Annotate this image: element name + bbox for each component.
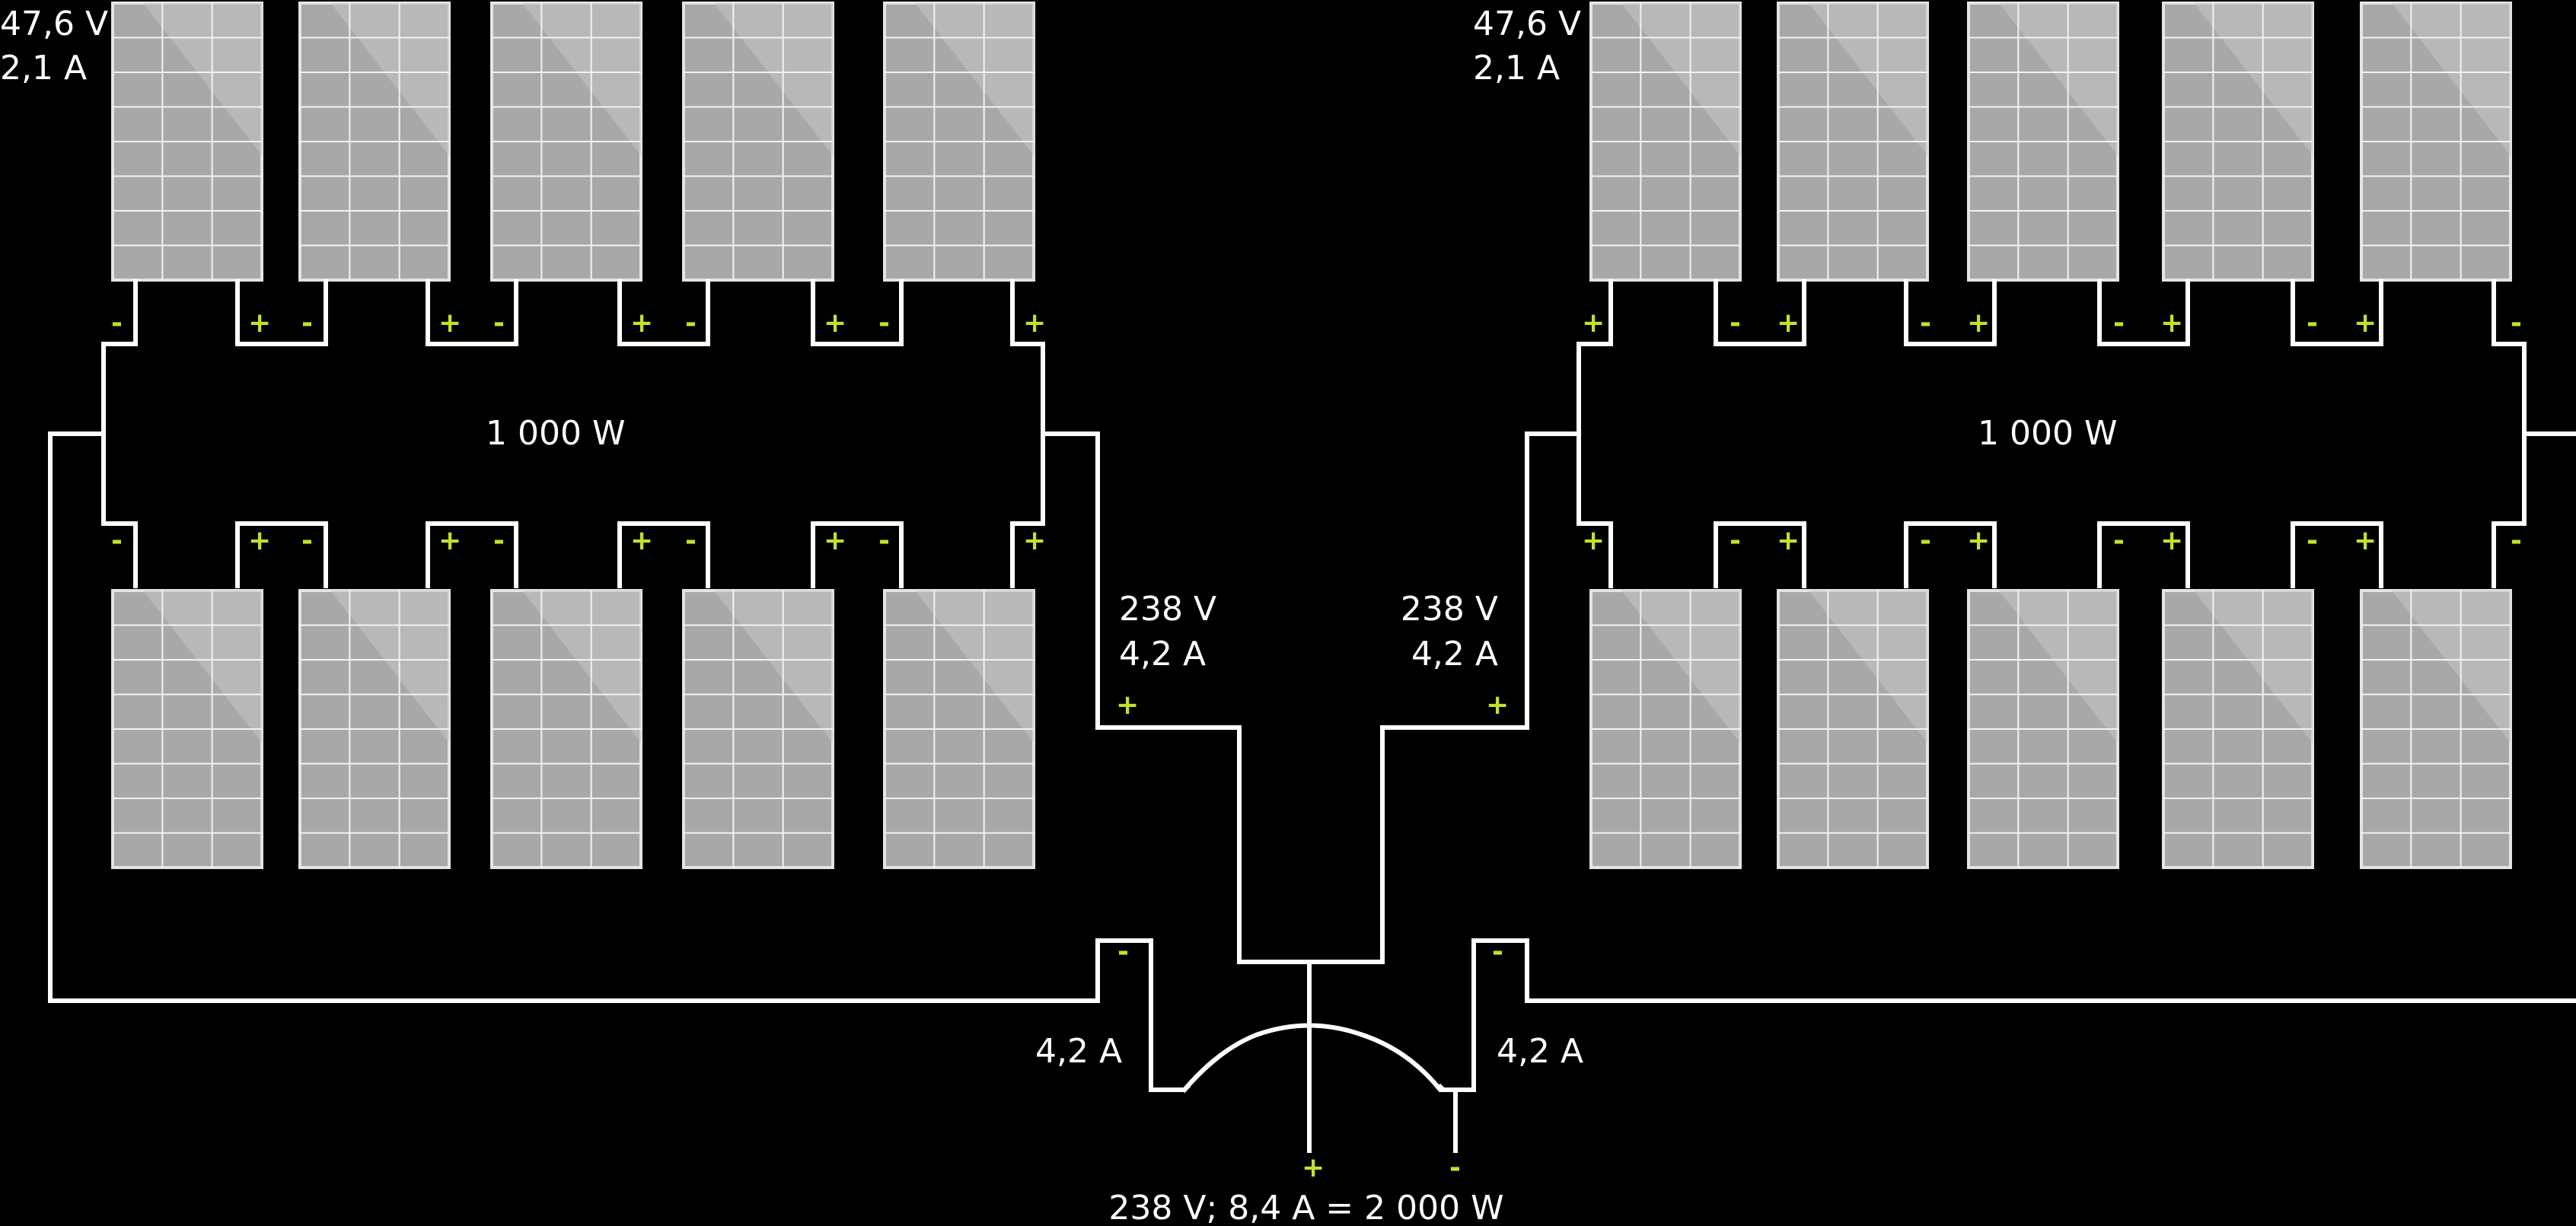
right-bottom-series-wire xyxy=(1577,435,2527,588)
minus-terminal: - xyxy=(1117,936,1129,967)
left-panel-voltage: 47,6 V xyxy=(0,5,108,43)
plus-terminal: + xyxy=(1582,525,1605,556)
minus-terminal: - xyxy=(1920,307,1931,339)
labels: 47,6 V 2,1 A 47,6 V 2,1 A 1 000 W 1 000 … xyxy=(0,5,2117,1226)
solar-panel xyxy=(111,2,263,282)
plus-terminal: + xyxy=(2160,307,2183,339)
minus-terminal: - xyxy=(878,307,890,339)
minus-terminal: - xyxy=(685,525,697,556)
left-panel-current: 2,1 A xyxy=(0,49,87,88)
plus-terminal: + xyxy=(1777,525,1800,556)
left-string-voltage: 238 V xyxy=(1119,590,1216,629)
solar-panel xyxy=(111,589,263,869)
left-array-top-row xyxy=(111,2,1035,282)
plus-terminal: + xyxy=(438,525,461,556)
right-top-series-wire xyxy=(1577,279,2527,440)
minus-terminal: - xyxy=(878,525,890,556)
minus-terminal: - xyxy=(2113,307,2125,339)
solar-panel xyxy=(1589,2,1742,282)
polarity-marks: --++--++--++--++--++++--++--++--++--++--… xyxy=(111,307,2522,1183)
left-positive-output-wire xyxy=(1041,431,1312,964)
solar-panel xyxy=(1967,589,2119,869)
solar-panel xyxy=(298,2,451,282)
solar-panel xyxy=(2360,2,2512,282)
right-array-bottom-row xyxy=(1589,589,2512,869)
plus-terminal: + xyxy=(1582,307,1605,339)
minus-terminal: - xyxy=(1920,525,1931,556)
plus-terminal: + xyxy=(1486,689,1509,721)
plus-terminal: + xyxy=(1116,689,1139,721)
solar-panel xyxy=(1589,589,1742,869)
minus-terminal: - xyxy=(2307,307,2318,339)
plus-terminal: + xyxy=(1023,307,1046,339)
solar-panel xyxy=(883,2,1035,282)
left-negative-return-wire xyxy=(48,431,1191,1092)
minus-terminal: - xyxy=(1730,525,1741,556)
minus-terminal: - xyxy=(1449,1152,1461,1183)
solar-panel xyxy=(2162,589,2314,869)
plus-terminal: + xyxy=(2160,525,2183,556)
minus-terminal: - xyxy=(111,525,123,556)
minus-terminal: - xyxy=(493,307,505,339)
negative-crossover-arc xyxy=(1181,1023,1458,1153)
minus-terminal: - xyxy=(1730,307,1741,339)
solar-panel xyxy=(490,589,642,869)
right-return-current: 4,2 A xyxy=(1497,1032,1583,1071)
right-positive-output-wire xyxy=(1307,431,1581,964)
plus-terminal: + xyxy=(1777,307,1800,339)
plus-terminal: + xyxy=(438,307,461,339)
plus-terminal: + xyxy=(1302,1152,1325,1183)
right-array-power: 1 000 W xyxy=(1978,414,2117,453)
minus-terminal: - xyxy=(111,307,123,339)
right-array-top-row xyxy=(1589,2,2512,282)
solar-panel xyxy=(490,2,642,282)
right-panel-current: 2,1 A xyxy=(1473,49,1560,88)
plus-terminal: + xyxy=(824,525,846,556)
minus-terminal: - xyxy=(1492,936,1503,967)
minus-terminal: - xyxy=(2511,307,2522,339)
left-string-current: 4,2 A xyxy=(1119,635,1206,674)
minus-terminal: - xyxy=(2511,525,2522,556)
minus-terminal: - xyxy=(2113,525,2125,556)
solar-panel xyxy=(2360,589,2512,869)
plus-terminal: + xyxy=(1023,525,1046,556)
total-output-label: 238 V; 8,4 A = 2 000 W xyxy=(1108,1189,1503,1226)
plus-terminal: + xyxy=(1967,525,1990,556)
plus-terminal: + xyxy=(630,525,653,556)
right-string-voltage: 238 V xyxy=(1401,590,1498,629)
solar-panel xyxy=(298,589,451,869)
left-top-series-wire xyxy=(101,279,1045,440)
left-bottom-series-wire xyxy=(101,435,1045,588)
plus-terminal: + xyxy=(248,525,271,556)
solar-panel xyxy=(682,589,834,869)
solar-panel xyxy=(682,2,834,282)
plus-terminal: + xyxy=(2354,307,2377,339)
solar-panel xyxy=(2162,2,2314,282)
plus-terminal: + xyxy=(248,307,271,339)
solar-panel xyxy=(1777,589,1929,869)
right-string-current: 4,2 A xyxy=(1411,635,1498,674)
solar-panel xyxy=(1777,2,1929,282)
solar-panel xyxy=(1967,2,2119,282)
minus-terminal: - xyxy=(301,307,313,339)
left-array-bottom-row xyxy=(111,589,1035,869)
minus-terminal: - xyxy=(493,525,505,556)
plus-terminal: + xyxy=(1967,307,1990,339)
plus-terminal: + xyxy=(2354,525,2377,556)
minus-terminal: - xyxy=(685,307,697,339)
plus-terminal: + xyxy=(630,307,653,339)
right-panel-voltage: 47,6 V xyxy=(1473,5,1581,43)
solar-panel xyxy=(883,589,1035,869)
plus-terminal: + xyxy=(824,307,846,339)
minus-terminal: - xyxy=(2307,525,2318,556)
left-return-current: 4,2 A xyxy=(1035,1032,1122,1071)
minus-terminal: - xyxy=(301,525,313,556)
left-array-power: 1 000 W xyxy=(486,414,625,453)
wiring xyxy=(48,279,2576,1153)
